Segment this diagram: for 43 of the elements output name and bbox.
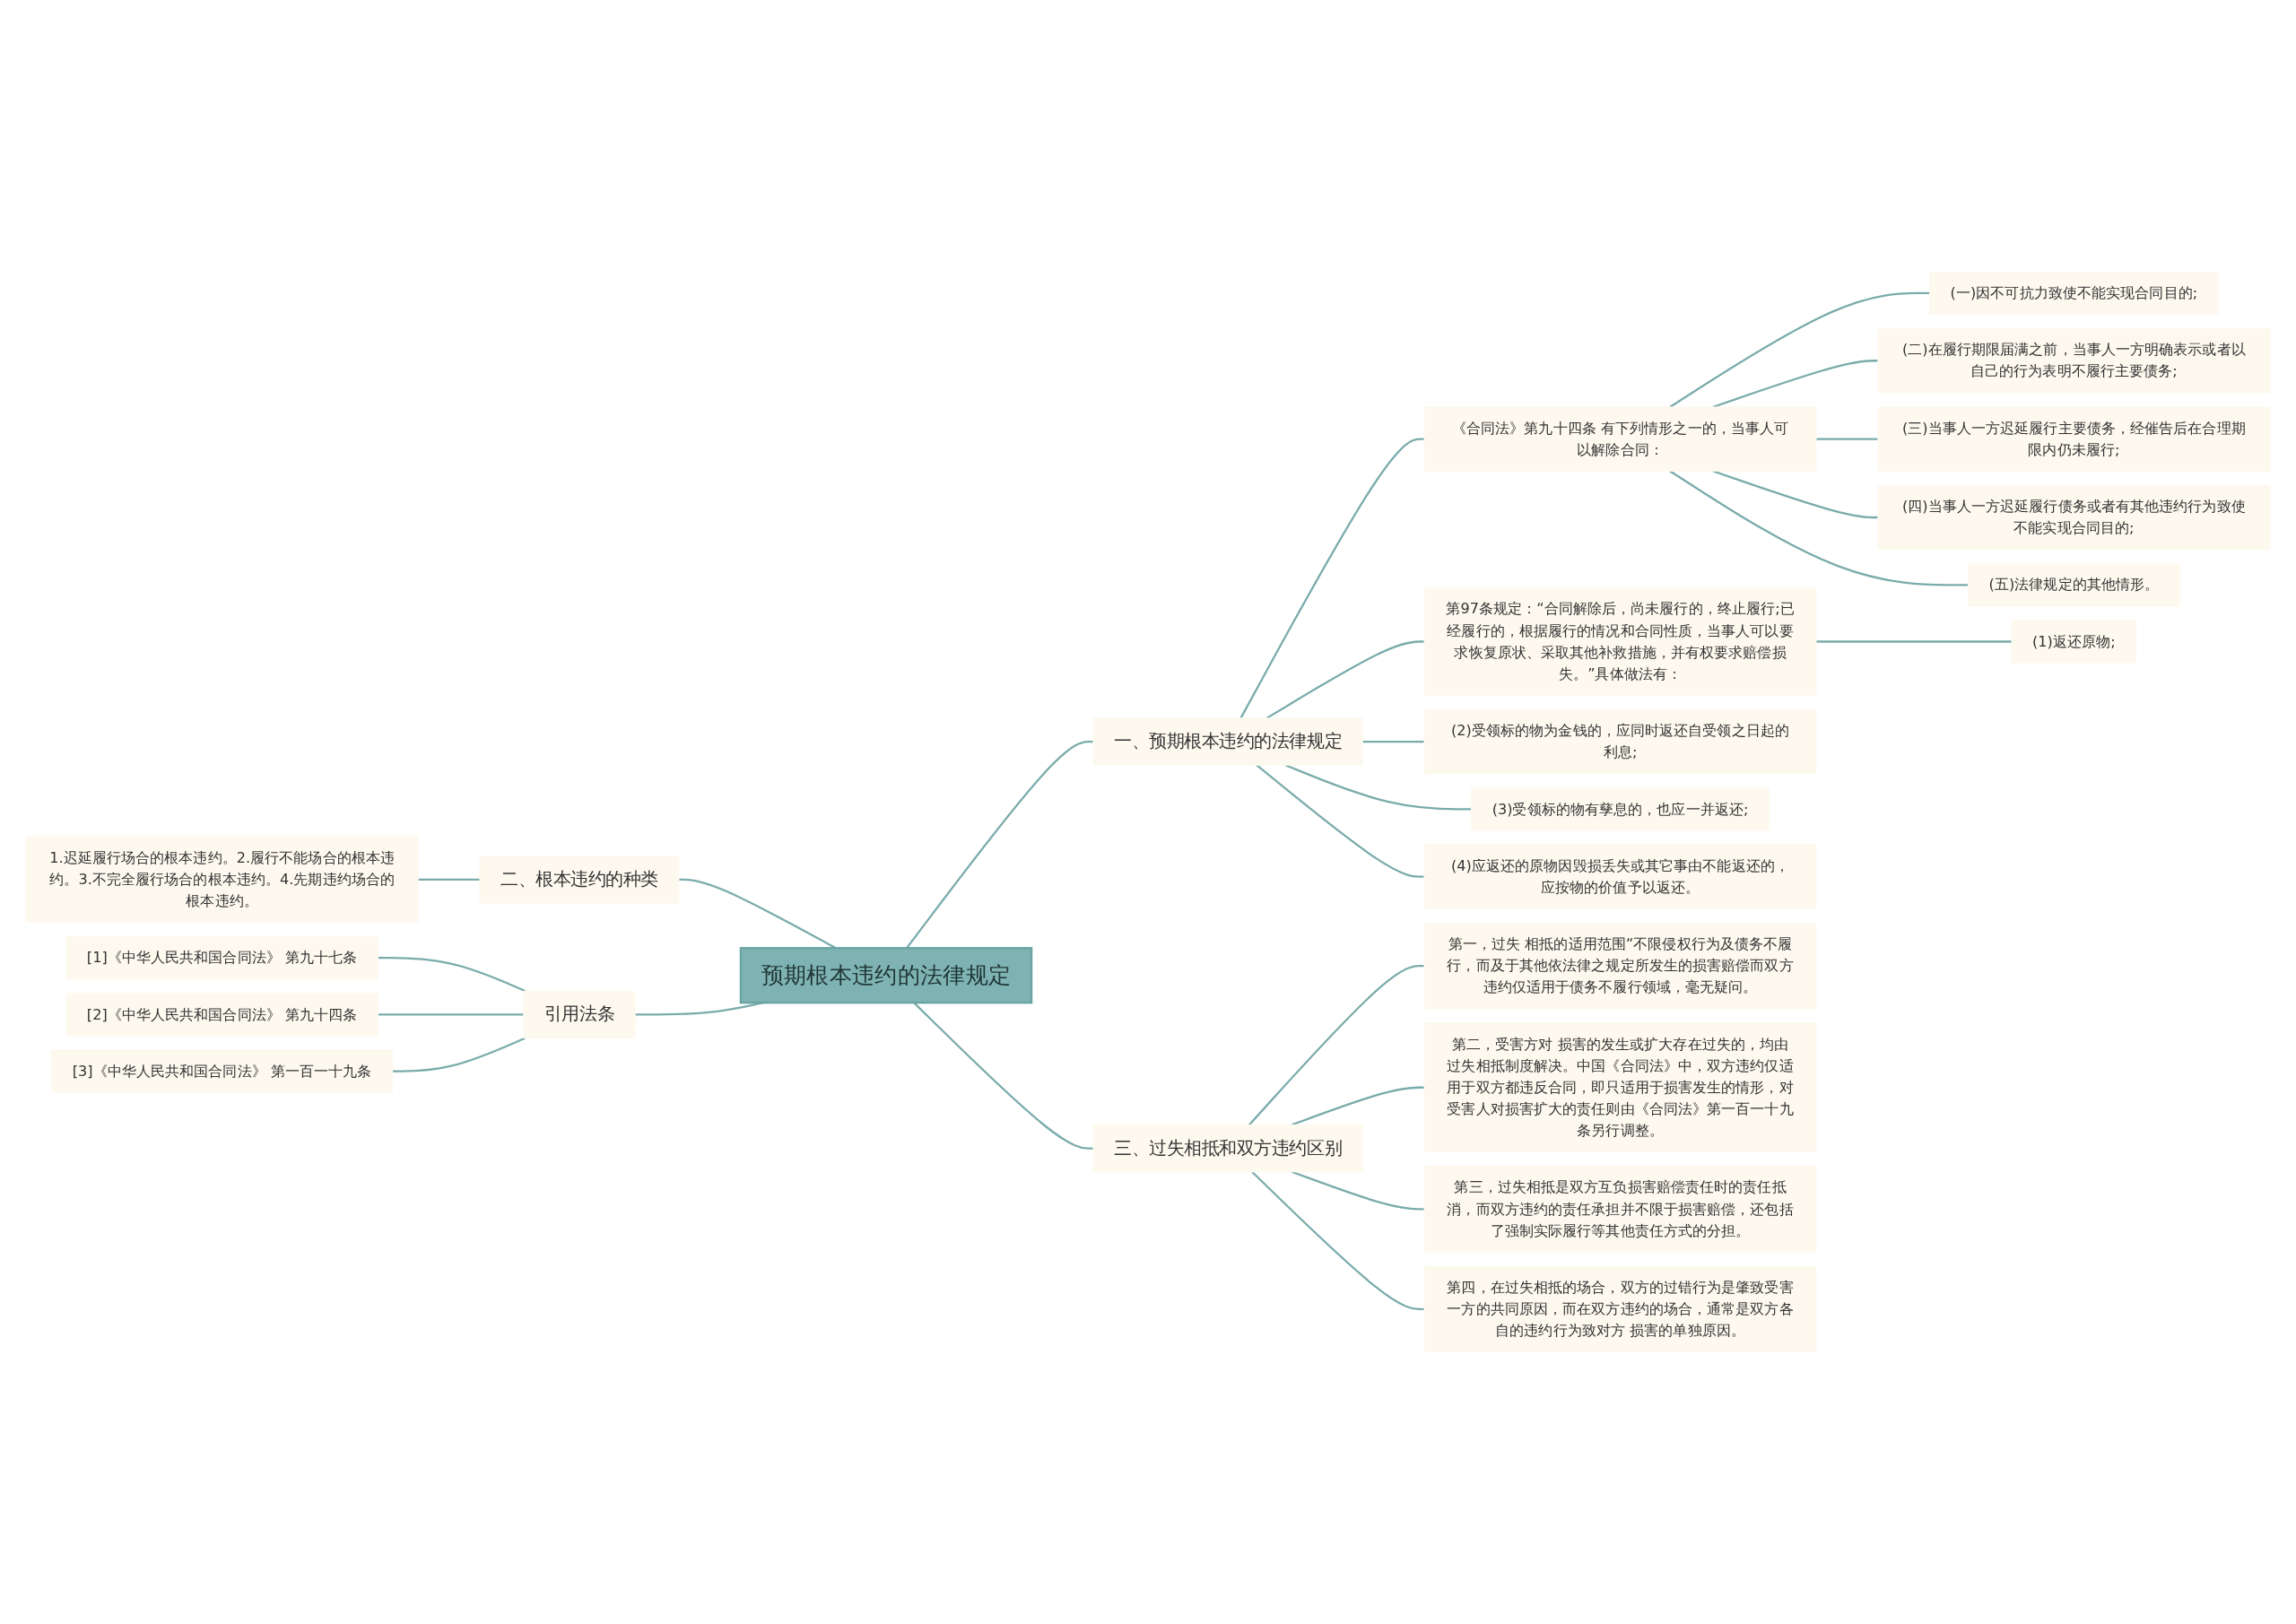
connector — [1815, 640, 2013, 643]
node-box: (三)当事人一方迟延履行主要债务，经催告后在合理期限内仍未履行; — [1877, 406, 2271, 472]
connector — [1251, 1170, 1425, 1311]
node-box: (1)返还原物; — [2011, 620, 2137, 664]
node-box: (2)受领标的物为金钱的，应同时返还自受领之日起的利息; — [1423, 708, 1817, 775]
connector — [378, 957, 526, 993]
node-box: 1.迟延履行场合的根本违约。2.履行不能场合的根本违约。3.不完全履行场合的根本违约。4.先期违约场合的根本违约。 — [25, 836, 419, 924]
connector — [1248, 964, 1425, 1126]
connector — [1362, 740, 1425, 743]
node-box: 第二，受害方对 损害的发生或扩大存在过失的，均由过失相抵制度解决。中国《合同法》中，双方违约仅适用于双方都违反合同，即只适用于损害发生的情形，对受害人对损害扩大的责任则由《合同法》第一百一十九条另行调整。 — [1423, 1022, 1817, 1153]
node-box: (一)因不可抗力致使不能实现合同目的; — [1929, 271, 2219, 316]
connector — [906, 740, 1094, 949]
node-box: 二、根本违约的种类 — [479, 855, 680, 904]
node-box: 第一，过失 相抵的适用范围“不限侵权行为及债务不履行，而及于其他依法律之规定所发生的损害赔偿而双方违约仅适用于债务不履行领域，毫无疑问。 — [1423, 922, 1817, 1010]
connector — [1712, 470, 1878, 519]
node-box: 一、预期根本违约的法律规定 — [1092, 717, 1363, 766]
connector — [1265, 640, 1425, 719]
connector — [1239, 438, 1425, 719]
connector — [1669, 470, 1969, 586]
node-box: (3)受领标的物有孳息的，也应一并返还; — [1471, 787, 1770, 831]
node-box: 预期根本违约的法律规定 — [739, 947, 1033, 1004]
connector — [392, 1037, 526, 1073]
node-box: 第97条规定：“合同解除后，尚未履行的，终止履行;已经履行的，根据履行的情况和合同性质，当事人可以要求恢复原状、采取其他补救措施，并有权要求赔偿损失。”具体做法有： — [1423, 587, 1817, 696]
connector — [378, 1013, 524, 1016]
node-box: 《合同法》第九十四条 有下列情形之一的，当事人可以解除合同： — [1423, 406, 1817, 472]
node-box: 引用法条 — [523, 990, 636, 1039]
connector — [1256, 764, 1425, 878]
connector — [1291, 1170, 1425, 1211]
node-box: 第四，在过失相抵的场合，双方的过错行为是肇致受害一方的共同原因，而在双方违约的场合，通常是双方各自的违约行为致对方 损害的单独原因。 — [1423, 1265, 1817, 1353]
node-box: (四)当事人一方迟延履行债务或者有其他违约行为致使不能实现合同目的; — [1877, 484, 2271, 551]
node-box: (五)法律规定的其他情形。 — [1968, 563, 2180, 607]
node-box: [2]《中华人民共和国合同法》 第九十四条 — [65, 993, 378, 1037]
node-box: [3]《中华人民共和国合同法》 第一百一十九条 — [51, 1049, 394, 1093]
connector — [1284, 764, 1472, 811]
connector — [418, 878, 481, 881]
connector — [1669, 291, 1930, 408]
connector — [1291, 1086, 1425, 1126]
node-box: (4)应返还的原物因毁损丢失或其它事由不能返还的，应按物的价值予以返还。 — [1423, 844, 1817, 909]
connector — [1815, 438, 1878, 440]
node-box: (二)在履行期限届满之前，当事人一方明确表示或者以自己的行为表明不履行主要债务; — [1877, 328, 2271, 394]
node-box: [1]《中华人民共和国合同法》 第九十七条 — [65, 936, 378, 980]
node-box: 三、过失相抵和双方违约区别 — [1092, 1124, 1363, 1173]
node-box: 第三，过失相抵是双方互负损害赔偿责任时的责任抵消，而双方违约的责任承担并不限于损害赔偿，还包括了强制实际履行等其他责任方式的分担。 — [1423, 1166, 1817, 1253]
